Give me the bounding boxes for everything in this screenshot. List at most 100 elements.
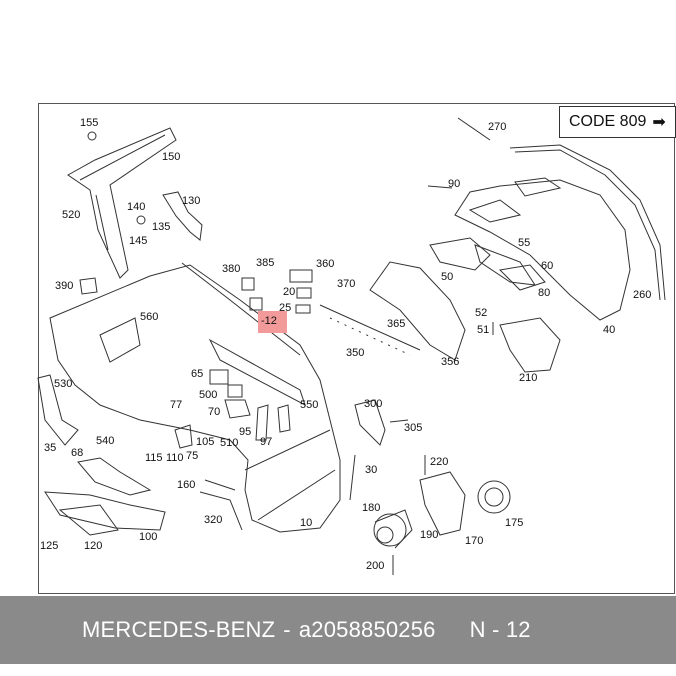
- callout-140[interactable]: 140: [127, 201, 146, 213]
- callout-300[interactable]: 300: [364, 398, 383, 410]
- part-530: [37, 374, 79, 446]
- page-reference: N - 12: [469, 617, 531, 642]
- callout-110[interactable]: 110: [166, 452, 184, 464]
- callout-30[interactable]: 30: [365, 464, 378, 476]
- callout-350[interactable]: 350: [346, 347, 365, 359]
- code-809-box: CODE 809 ➡: [559, 106, 676, 138]
- part-356: [369, 261, 466, 361]
- callout-115[interactable]: 115: [145, 452, 163, 464]
- callout-80[interactable]: 80: [538, 287, 551, 299]
- callout-135[interactable]: 135: [152, 221, 171, 233]
- callout-365[interactable]: 365: [387, 318, 406, 330]
- callout-510[interactable]: 510: [220, 437, 239, 449]
- callout-155[interactable]: 155: [80, 117, 99, 129]
- part-number: a2058850256: [298, 617, 436, 642]
- part-90: [427, 185, 453, 189]
- callout-560[interactable]: 560: [140, 311, 159, 323]
- callout-160[interactable]: 160: [177, 479, 196, 491]
- part-500: [227, 384, 243, 398]
- callout-60[interactable]: 60: [541, 260, 554, 272]
- callout-50[interactable]: 50: [441, 271, 454, 283]
- part-65: [209, 369, 229, 385]
- callout-125[interactable]: 125: [40, 540, 59, 552]
- part-150-bracket: [67, 127, 177, 279]
- part-160: [204, 479, 236, 491]
- callout-390[interactable]: 390: [55, 280, 74, 292]
- part-360: [289, 269, 313, 283]
- callout-65[interactable]: 65: [191, 368, 204, 380]
- brand-name: MERCEDES-BENZ: [82, 617, 276, 642]
- callout-90[interactable]: 90: [448, 178, 461, 190]
- part-120: [58, 504, 119, 536]
- callout-68[interactable]: 68: [71, 447, 84, 459]
- callout-305[interactable]: 305: [404, 422, 423, 434]
- callout-170[interactable]: 170: [465, 535, 484, 547]
- part-210: [499, 317, 561, 373]
- callout-120[interactable]: 120: [84, 540, 103, 552]
- part-60: [474, 244, 537, 286]
- callout-75[interactable]: 75: [186, 450, 199, 462]
- callout-220[interactable]: 220: [430, 456, 449, 468]
- part-305: [389, 419, 409, 423]
- callout-105[interactable]: 105: [196, 436, 215, 448]
- callout-540[interactable]: 540: [96, 435, 115, 447]
- callout-356[interactable]: 356: [441, 356, 460, 368]
- callout-100[interactable]: 100: [139, 531, 158, 543]
- callout-385[interactable]: 385: [256, 257, 275, 269]
- callout-320[interactable]: 320: [204, 514, 223, 526]
- part-130: [162, 191, 203, 241]
- part-350: [319, 304, 421, 351]
- callout-10[interactable]: 10: [300, 517, 313, 529]
- callout-370[interactable]: 370: [337, 278, 356, 290]
- part-170: [419, 471, 466, 536]
- footer-separator: -: [283, 617, 291, 642]
- callout-360[interactable]: 360: [316, 258, 335, 270]
- part-260: [509, 144, 666, 301]
- callout-175[interactable]: 175: [505, 517, 524, 529]
- part-180-lamp: [373, 509, 413, 549]
- part-68: [77, 457, 152, 496]
- code-label: CODE 809: [569, 113, 647, 130]
- callout-530[interactable]: 530: [54, 378, 73, 390]
- part-320: [199, 491, 243, 531]
- part-300: [354, 399, 386, 446]
- callout-520[interactable]: 520: [62, 209, 81, 221]
- part-105: [174, 424, 193, 449]
- callout-200[interactable]: 200: [366, 560, 385, 572]
- footer-bar: MERCEDES-BENZ - a2058850256 N - 12: [0, 596, 676, 664]
- callout-180[interactable]: 180: [362, 502, 381, 514]
- part-70: [224, 399, 251, 419]
- part-550: [208, 338, 306, 407]
- callout-51[interactable]: 51: [477, 324, 490, 336]
- callout-150[interactable]: 150: [162, 151, 181, 163]
- part-50: [429, 237, 491, 271]
- callout-145[interactable]: 145: [129, 235, 148, 247]
- callout-12-highlighted[interactable]: -12: [258, 311, 287, 333]
- callout-25[interactable]: 25: [279, 302, 292, 314]
- callout-97[interactable]: 97: [260, 436, 273, 448]
- part-270: [457, 117, 491, 141]
- callout-260[interactable]: 260: [633, 289, 652, 301]
- callout-52[interactable]: 52: [475, 307, 488, 319]
- part-20: [296, 287, 312, 299]
- callout-40[interactable]: 40: [603, 324, 616, 336]
- callout-130[interactable]: 130: [182, 195, 201, 207]
- arrow-right-icon: ➡: [652, 114, 666, 131]
- callout-20[interactable]: 20: [283, 286, 296, 298]
- part-97: [255, 404, 269, 441]
- callout-35[interactable]: 35: [44, 442, 57, 454]
- callout-380[interactable]: 380: [222, 263, 241, 275]
- callout-55[interactable]: 55: [518, 237, 531, 249]
- callout-77[interactable]: 77: [170, 399, 183, 411]
- callout-500[interactable]: 500: [199, 389, 218, 401]
- callout-190[interactable]: 190: [420, 529, 439, 541]
- part-25: [295, 304, 311, 314]
- part-30: [349, 454, 356, 501]
- part-140: [136, 215, 146, 225]
- callout-210[interactable]: 210: [519, 372, 538, 384]
- callout-550[interactable]: 550: [300, 399, 319, 411]
- callout-70[interactable]: 70: [208, 406, 221, 418]
- callout-270[interactable]: 270: [488, 121, 507, 133]
- callout-95[interactable]: 95: [239, 426, 252, 438]
